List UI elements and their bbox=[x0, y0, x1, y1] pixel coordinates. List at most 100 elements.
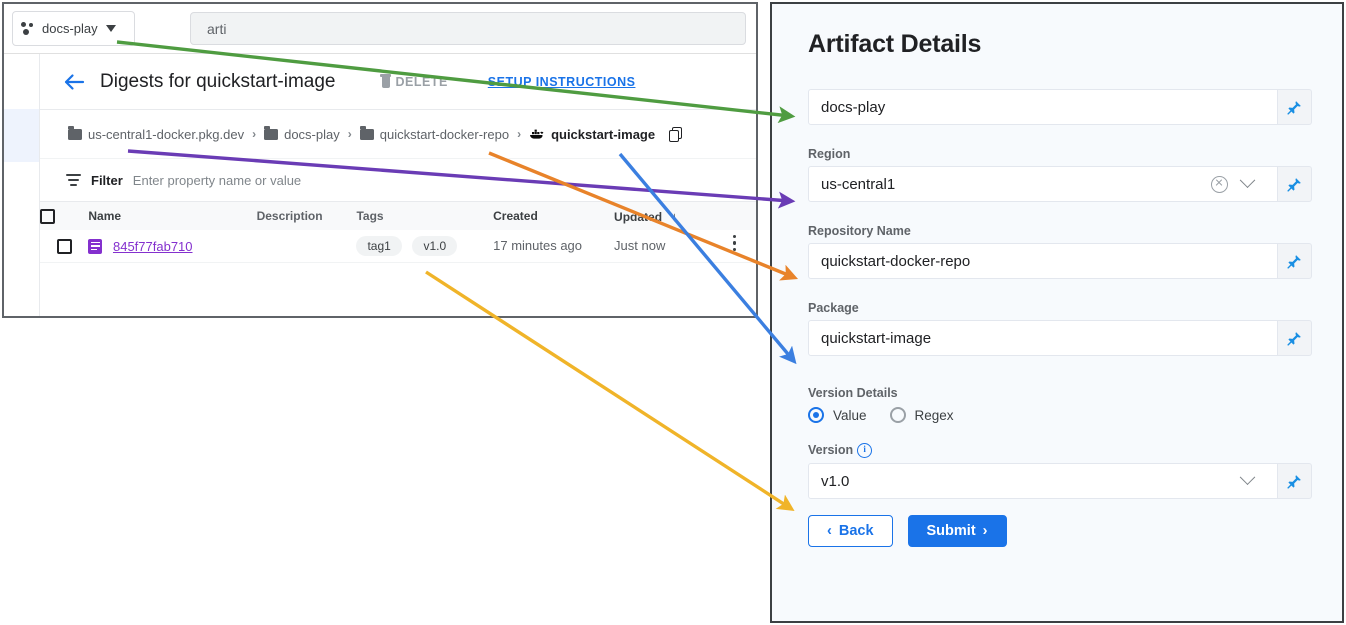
version-input[interactable]: v1.0 bbox=[808, 463, 1278, 500]
row-select-cell bbox=[40, 230, 88, 262]
select-all-cell bbox=[40, 202, 88, 230]
submit-button[interactable]: Submit › bbox=[907, 515, 1007, 548]
radio-regex[interactable] bbox=[889, 407, 906, 423]
back-button-label: Back bbox=[838, 523, 874, 540]
info-icon[interactable]: i bbox=[857, 443, 873, 459]
submit-chevron-icon: › bbox=[982, 523, 988, 540]
back-button[interactable]: ‹ Back bbox=[808, 515, 893, 548]
radio-value[interactable] bbox=[808, 407, 824, 423]
column-header-created[interactable]: Created bbox=[493, 209, 538, 223]
radio-regex-label: Regex bbox=[914, 407, 954, 423]
repository-name-input[interactable]: quickstart-docker-repo bbox=[808, 243, 1278, 279]
row-tags-cell: tag1 v1.0 bbox=[356, 230, 493, 262]
column-header-actions bbox=[714, 202, 756, 230]
version-details-group: Version Details Value Regex bbox=[808, 386, 1312, 423]
trash-icon bbox=[379, 74, 392, 89]
package-input[interactable]: quickstart-image bbox=[808, 320, 1278, 356]
row-updated-cell: Just now bbox=[614, 238, 666, 254]
region-input-value: us-central1 bbox=[821, 175, 896, 193]
row-name-cell: 845f77fab710 bbox=[88, 230, 256, 262]
rail-selected-item[interactable] bbox=[4, 109, 39, 162]
folder-icon bbox=[359, 126, 374, 140]
digest-link[interactable]: 845f77fab710 bbox=[112, 238, 193, 254]
column-header-tags[interactable]: Tags bbox=[356, 209, 384, 223]
field-package: Package quickstart-image bbox=[808, 301, 1312, 356]
breadcrumb-separator: › bbox=[517, 127, 522, 141]
breadcrumb: us-central1-docker.pkg.dev › docs-play ›… bbox=[40, 110, 756, 159]
row-description-cell bbox=[257, 230, 357, 262]
digests-table: Name Description Tags Created Updated ↓ bbox=[40, 202, 756, 263]
sort-desc-icon: ↓ bbox=[671, 208, 678, 224]
console-search-input[interactable]: arti bbox=[190, 12, 746, 45]
breadcrumb-separator: › bbox=[252, 127, 257, 141]
pin-icon[interactable] bbox=[1278, 166, 1312, 202]
project-selector-label: docs-play bbox=[42, 21, 98, 36]
radio-value-label: Value bbox=[833, 407, 867, 423]
column-header-updated-label: Updated bbox=[614, 209, 663, 224]
row-checkbox[interactable] bbox=[56, 238, 72, 254]
page-header: Digests for quickstart-image DELETE SETU… bbox=[40, 54, 756, 110]
breadcrumb-item-host[interactable]: us-central1-docker.pkg.dev bbox=[68, 126, 245, 142]
delete-button[interactable]: DELETE bbox=[379, 74, 447, 89]
breadcrumb-label-image: quickstart-image bbox=[551, 126, 656, 142]
package-input-value: quickstart-image bbox=[821, 329, 932, 347]
breadcrumb-label-project: docs-play bbox=[284, 126, 340, 142]
back-chevron-icon: ‹ bbox=[827, 523, 832, 540]
filter-bar: Filter Enter property name or value bbox=[40, 159, 756, 202]
console-left-rail bbox=[4, 54, 40, 316]
pin-icon[interactable] bbox=[1278, 243, 1312, 279]
breadcrumb-item-project[interactable]: docs-play bbox=[264, 126, 340, 142]
row-more-menu-icon[interactable] bbox=[732, 234, 737, 255]
breadcrumb-label-host: us-central1-docker.pkg.dev bbox=[88, 126, 245, 142]
folder-icon bbox=[68, 126, 82, 140]
filter-icon[interactable] bbox=[66, 174, 81, 186]
column-header-description[interactable]: Description bbox=[256, 209, 323, 223]
region-label: Region bbox=[808, 147, 851, 161]
console-topbar: docs-play arti bbox=[4, 4, 756, 54]
field-repository-name: Repository Name quickstart-docker-repo bbox=[808, 224, 1312, 279]
console-search-value: arti bbox=[207, 20, 227, 37]
select-all-checkbox[interactable] bbox=[40, 208, 55, 224]
repository-name-label: Repository Name bbox=[808, 224, 911, 238]
breadcrumb-item-image[interactable]: quickstart-image bbox=[529, 127, 655, 142]
tag-chip-tag1[interactable]: tag1 bbox=[356, 235, 402, 256]
table-row[interactable]: 845f77fab710 tag1 v1.0 17 minutes ago Ju… bbox=[40, 230, 756, 262]
filter-input[interactable]: Enter property name or value bbox=[132, 172, 302, 188]
repository-name-input-value: quickstart-docker-repo bbox=[821, 252, 971, 270]
region-input[interactable]: us-central1 bbox=[808, 166, 1278, 202]
chevron-down-icon[interactable] bbox=[1239, 469, 1256, 485]
project-input[interactable]: docs-play bbox=[808, 89, 1278, 125]
column-header-name[interactable]: Name bbox=[88, 209, 122, 223]
setup-instructions-link[interactable]: SETUP INSTRUCTIONS bbox=[487, 74, 636, 89]
clear-icon[interactable] bbox=[1211, 175, 1228, 193]
pin-icon[interactable] bbox=[1278, 320, 1312, 356]
breadcrumb-separator: › bbox=[347, 127, 352, 141]
google-cloud-console-card: docs-play arti Digests for quickstart-im… bbox=[2, 2, 758, 318]
project-input-value: docs-play bbox=[821, 98, 886, 116]
digest-icon bbox=[88, 238, 103, 254]
row-actions-cell bbox=[714, 230, 756, 262]
pin-icon[interactable] bbox=[1278, 463, 1312, 500]
submit-button-label: Submit bbox=[926, 523, 976, 540]
form-actions: ‹ Back Submit › bbox=[808, 515, 1312, 548]
version-input-value: v1.0 bbox=[821, 472, 850, 490]
column-header-updated[interactable]: Updated ↓ bbox=[614, 202, 714, 230]
field-region: Region us-central1 bbox=[808, 147, 1312, 202]
tag-chip-v1-0[interactable]: v1.0 bbox=[412, 235, 458, 256]
page-title: Digests for quickstart-image bbox=[100, 70, 336, 92]
back-arrow-icon[interactable] bbox=[62, 70, 86, 94]
chevron-down-icon[interactable] bbox=[1239, 171, 1256, 188]
version-label: Version bbox=[808, 443, 854, 457]
package-label: Package bbox=[808, 301, 859, 315]
project-selector[interactable]: docs-play bbox=[12, 11, 135, 46]
breadcrumb-item-repo[interactable]: quickstart-docker-repo bbox=[359, 126, 509, 142]
folder-icon bbox=[264, 126, 279, 140]
field-project: docs-play bbox=[808, 89, 1312, 125]
pin-icon[interactable] bbox=[1278, 89, 1312, 125]
copy-icon[interactable] bbox=[669, 126, 683, 142]
artifact-details-title: Artifact Details bbox=[808, 30, 982, 58]
docker-icon bbox=[529, 128, 545, 140]
delete-label: DELETE bbox=[395, 74, 448, 89]
